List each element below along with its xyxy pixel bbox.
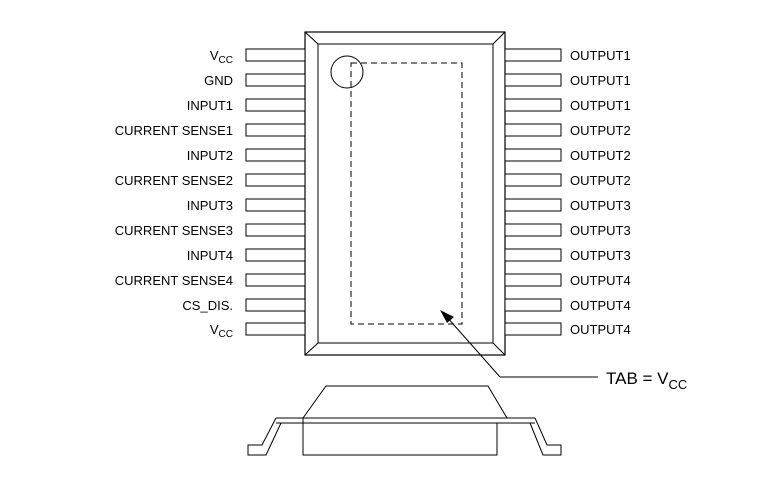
left-pin-lead	[245, 148, 306, 162]
left-pin-label: CURRENT SENSE1	[115, 123, 233, 138]
left-pin-lead	[245, 98, 306, 112]
right-pin-lead	[504, 198, 562, 212]
package-body	[304, 31, 506, 356]
tab-outline	[350, 62, 463, 325]
right-pin-label: OUTPUT4	[570, 273, 631, 288]
tab-leader	[440, 310, 598, 378]
left-pin-label: CURRENT SENSE2	[115, 173, 233, 188]
right-pin-label: OUTPUT4	[570, 322, 631, 337]
right-pin-label: OUTPUT1	[570, 73, 631, 88]
right-pin-label: OUTPUT3	[570, 223, 631, 238]
left-pin-label: INPUT1	[187, 98, 233, 113]
left-pin-lead	[245, 173, 306, 187]
right-pin-lead	[504, 298, 562, 312]
package-side-view	[247, 385, 562, 456]
left-pin-label: GND	[204, 73, 233, 88]
left-pin-lead	[245, 198, 306, 212]
right-pin-label: OUTPUT2	[570, 148, 631, 163]
right-pin-label: OUTPUT3	[570, 198, 631, 213]
right-pin-label: OUTPUT1	[570, 48, 631, 63]
left-pin-label: INPUT3	[187, 198, 233, 213]
right-pin-lead	[504, 98, 562, 112]
left-pin-label: VCC	[210, 322, 233, 340]
left-pin-lead	[245, 48, 306, 62]
right-pin-lead	[504, 248, 562, 262]
right-pin-lead	[504, 148, 562, 162]
left-pin-lead	[245, 322, 306, 336]
right-pin-lead	[504, 73, 562, 87]
right-pin-lead	[504, 223, 562, 237]
left-pin-lead	[245, 223, 306, 237]
right-pins: OUTPUT1OUTPUT1OUTPUT1OUTPUT2OUTPUT2OUTPU…	[504, 48, 631, 337]
right-pin-lead	[504, 322, 562, 336]
right-pin-lead	[504, 173, 562, 187]
arrow-head-icon	[440, 310, 454, 323]
left-pin-label: INPUT2	[187, 148, 233, 163]
left-pin-lead	[245, 273, 306, 287]
right-pin-label: OUTPUT2	[570, 123, 631, 138]
left-pin-label: INPUT4	[187, 248, 233, 263]
right-pin-label: OUTPUT3	[570, 248, 631, 263]
left-pin-lead	[245, 73, 306, 87]
left-pin-label: CURRENT SENSE3	[115, 223, 233, 238]
left-pin-lead	[245, 298, 306, 312]
left-pin-lead	[245, 248, 306, 262]
tab-label: TAB = VCC	[606, 369, 687, 392]
left-pin-label: CS_DIS.	[182, 298, 233, 313]
left-pin-lead	[245, 123, 306, 137]
pin1-marker	[330, 55, 364, 89]
left-pin-label: VCC	[210, 48, 233, 66]
right-pin-lead	[504, 48, 562, 62]
right-pin-label: OUTPUT2	[570, 173, 631, 188]
right-pin-lead	[504, 123, 562, 137]
right-pin-label: OUTPUT1	[570, 98, 631, 113]
right-pin-lead	[504, 273, 562, 287]
left-pin-label: CURRENT SENSE4	[115, 273, 233, 288]
right-pin-label: OUTPUT4	[570, 298, 631, 313]
